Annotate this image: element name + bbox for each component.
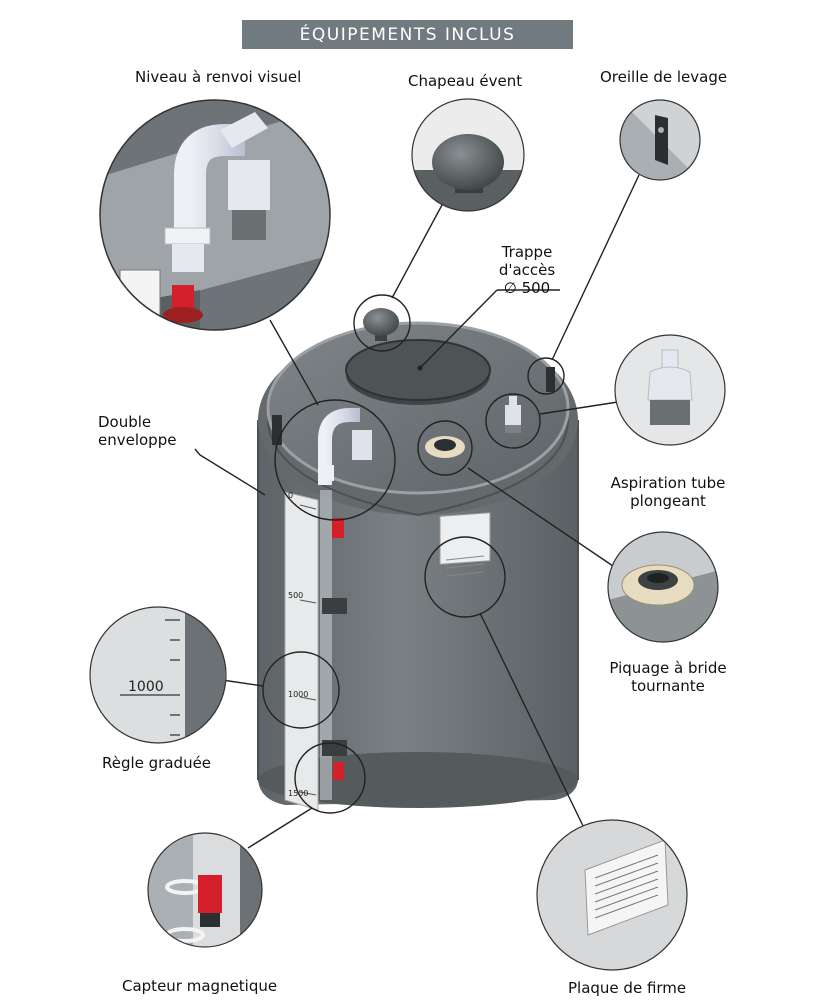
label-trappe-line3: ∅ 500 bbox=[503, 279, 551, 297]
label-capteur: Capteur magnetique bbox=[122, 977, 278, 995]
label-chapeau: Chapeau évent bbox=[408, 72, 523, 90]
label-trappe-line2: d'accès bbox=[498, 261, 556, 279]
level-pipe bbox=[318, 408, 372, 485]
label-piquage-line1: Piquage à bride bbox=[609, 659, 727, 677]
manhole-lid bbox=[345, 339, 491, 405]
vent-cap-small bbox=[363, 308, 399, 341]
ruler: 0 500 1000 1500 bbox=[284, 490, 347, 811]
label-trappe-line1: Trappe bbox=[501, 243, 553, 261]
label-plaque: Plaque de firme bbox=[568, 979, 687, 997]
label-regle: Règle graduée bbox=[102, 754, 212, 772]
leader-lines bbox=[194, 174, 640, 849]
zoom-capteur bbox=[147, 832, 263, 948]
flange-small bbox=[425, 436, 465, 458]
label-piquage-line2: tournante bbox=[631, 677, 705, 695]
ruler-tick-0: 0 bbox=[288, 491, 293, 500]
lifting-ear-right bbox=[546, 367, 555, 392]
label-double-line1: Double bbox=[98, 413, 152, 431]
zoom-oreille bbox=[619, 99, 701, 181]
label-double: Double enveloppe bbox=[98, 413, 176, 449]
label-aspiration: Aspiration tube plongeant bbox=[593, 474, 743, 510]
label-niveau: Niveau à renvoi visuel bbox=[135, 68, 302, 86]
zoom-plaque bbox=[536, 819, 688, 971]
zoom-regle-value: 1000 bbox=[128, 679, 164, 695]
plaque-small bbox=[439, 512, 491, 577]
callout-circles bbox=[262, 294, 565, 814]
banner-title: ÉQUIPEMENTS INCLUS bbox=[299, 24, 516, 45]
tank bbox=[257, 321, 579, 808]
aspiration-fitting-small bbox=[505, 396, 521, 433]
label-oreille: Oreille de levage bbox=[600, 68, 728, 86]
label-aspiration-line1: Aspiration tube bbox=[610, 474, 726, 492]
zoom-piquage bbox=[607, 531, 719, 643]
label-piquage: Piquage à bride tournante bbox=[593, 659, 743, 695]
ruler-tick-500: 500 bbox=[288, 591, 303, 600]
zoom-niveau bbox=[99, 99, 331, 331]
title-banner: ÉQUIPEMENTS INCLUS bbox=[242, 20, 573, 49]
label-double-line2: enveloppe bbox=[98, 431, 177, 449]
zoom-aspiration bbox=[614, 334, 726, 446]
zoom-chapeau bbox=[411, 98, 525, 212]
zoom-regle: 1000 bbox=[89, 606, 227, 744]
label-trappe: Trappe d'accès ∅ 500 bbox=[492, 243, 562, 297]
label-aspiration-line2: plongeant bbox=[630, 492, 706, 510]
lifting-ear-left bbox=[272, 415, 282, 445]
ruler-tick-1000: 1000 bbox=[288, 690, 308, 699]
